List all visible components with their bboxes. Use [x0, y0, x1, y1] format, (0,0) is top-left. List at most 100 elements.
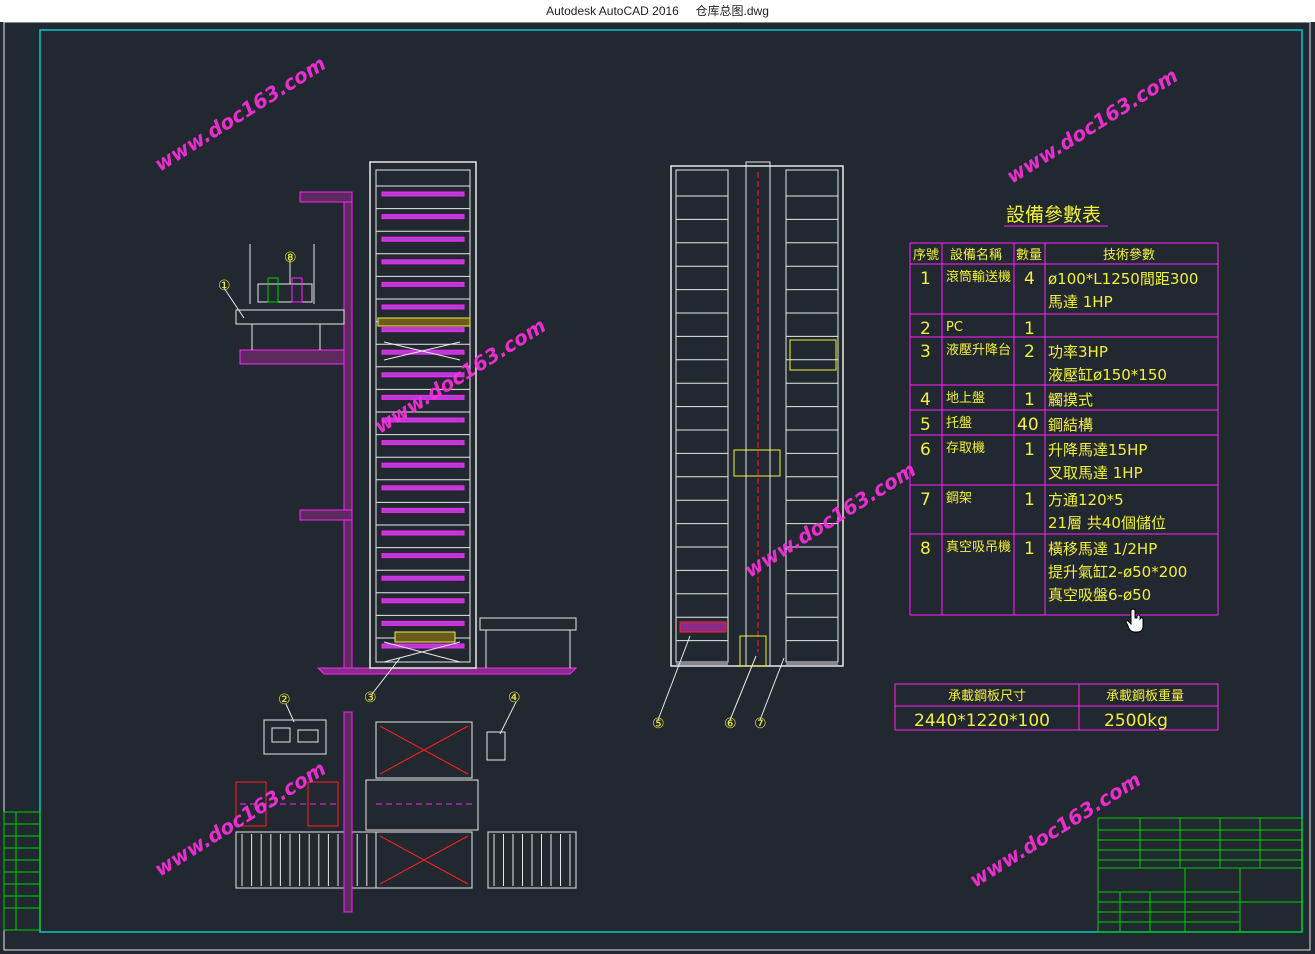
row-spec1: 觸摸式: [1048, 391, 1093, 409]
equipment-row[interactable]: 7 鋼架 1 方通120*5 21層 共40個儲位: [920, 490, 1166, 532]
balloon-5[interactable]: ⑤: [652, 716, 665, 732]
row-spec1: 方通120*5: [1048, 491, 1124, 509]
revision-strip: [3, 811, 41, 931]
row-name: 托盤: [946, 416, 972, 431]
equipment-row[interactable]: 5 托盤 40 鋼結構: [920, 415, 1093, 435]
pallet: [381, 553, 465, 559]
load-weight-header: 承載鋼板重量: [1106, 688, 1184, 704]
watermark-1: www.doc163.com: [150, 51, 330, 176]
equipment-table-title: 設備參數表: [1006, 204, 1101, 226]
load-size-value: 2440*1220*100: [914, 711, 1050, 731]
row-qty: 4: [1024, 269, 1035, 289]
row-spec2: 21層 共40個儲位: [1048, 514, 1166, 532]
row-qty: 1: [1024, 440, 1035, 460]
balloon-1[interactable]: ①: [218, 278, 231, 294]
pallet: [381, 236, 465, 242]
pallet: [381, 643, 465, 649]
row-spec1: ø100*L1250間距300: [1048, 270, 1198, 288]
balloon-markers[interactable]: ① ⑧ ② ③ ④ ⑤ ⑥ ⑦: [218, 250, 767, 732]
load-table[interactable]: 承載鋼板尺寸 承載鋼板重量 2440*1220*100 2500kg: [894, 683, 1219, 731]
row-qty: 2: [1024, 342, 1035, 362]
balloon-3[interactable]: ③: [364, 690, 377, 706]
row-spec2: 液壓缸ø150*150: [1048, 366, 1167, 384]
front-elevation[interactable]: [235, 161, 578, 675]
equipment-row[interactable]: 8 真空吸吊機 1 橫移馬達 1/2HP 提升氣缸2-ø50*200 真空吸盤6-ø50: [920, 539, 1187, 604]
equipment-row[interactable]: 4 地上盤 1 觸摸式: [920, 390, 1093, 410]
pallet: [381, 417, 465, 423]
row-name: 存取機: [946, 441, 985, 456]
pallet: [381, 620, 465, 626]
header-qty: 數量: [1016, 248, 1042, 263]
watermark-5: www.doc163.com: [150, 756, 330, 881]
balloon-8[interactable]: ⑧: [284, 250, 297, 266]
row-qty: 1: [1024, 490, 1035, 510]
row-spec3: 真空吸盤6-ø50: [1048, 586, 1151, 604]
title-block: [1097, 817, 1303, 933]
watermark-2: www.doc163.com: [1002, 63, 1182, 188]
row-spec1: 鋼結構: [1048, 416, 1093, 434]
side-elevation[interactable]: [670, 161, 844, 667]
row-no: 2: [920, 319, 931, 339]
pallet: [381, 440, 465, 446]
pallet: [381, 327, 465, 333]
header-no: 序號: [913, 248, 939, 263]
row-no: 5: [920, 415, 931, 435]
pallet: [381, 462, 465, 468]
pallet: [381, 259, 465, 265]
row-spec1: 功率3HP: [1048, 343, 1108, 361]
load-size-header: 承載鋼板尺寸: [948, 689, 1026, 704]
drawing-frame: [3, 22, 1311, 951]
row-name: 真空吸吊機: [946, 540, 1011, 555]
balloon-4[interactable]: ④: [508, 690, 521, 706]
app-title: Autodesk AutoCAD 2016: [546, 4, 679, 18]
pallet: [381, 598, 465, 604]
watermarks: www.doc163.com www.doc163.com www.doc163…: [150, 51, 1182, 892]
row-no: 4: [920, 390, 931, 410]
file-name: 仓库总图.dwg: [695, 4, 769, 18]
row-no: 8: [920, 539, 931, 559]
pallet: [381, 281, 465, 287]
pallet: [381, 507, 465, 513]
row-name: PC: [946, 320, 963, 335]
pallet: [381, 214, 465, 220]
pallet: [381, 372, 465, 378]
pallet: [381, 530, 465, 536]
row-qty: 1: [1024, 319, 1035, 339]
pallet: [381, 394, 465, 400]
pallet: [381, 304, 465, 310]
balloon-callouts: [223, 260, 785, 735]
header-name: 設備名稱: [950, 247, 1002, 263]
row-name: 液壓升降台: [946, 343, 1011, 358]
balloon-2[interactable]: ②: [278, 692, 291, 708]
hand-cursor-icon: [1125, 608, 1144, 633]
pallet: [381, 191, 465, 197]
row-name: 地上盤: [946, 391, 985, 406]
pallet: [381, 485, 465, 491]
row-name: 滾筒輸送機: [946, 269, 1011, 285]
row-qty: 40: [1017, 415, 1039, 435]
pallet: [381, 575, 465, 581]
row-spec1: 橫移馬達 1/2HP: [1048, 540, 1157, 558]
row-spec1: 升降馬達15HP: [1048, 441, 1147, 459]
row-no: 1: [920, 269, 931, 289]
window-title-bar: Autodesk AutoCAD 2016 仓库总图.dwg: [0, 0, 1315, 22]
balloon-6[interactable]: ⑥: [724, 716, 737, 732]
vacuum-lifter[interactable]: [249, 244, 315, 304]
row-no: 7: [920, 490, 931, 510]
row-qty: 1: [1024, 539, 1035, 559]
equipment-row[interactable]: 3 液壓升降台 2 功率3HP 液壓缸ø150*150: [920, 342, 1167, 384]
equipment-row[interactable]: 2 PC 1: [920, 319, 1035, 339]
row-qty: 1: [1024, 390, 1035, 410]
load-weight-value: 2500kg: [1104, 711, 1168, 731]
row-no: 6: [920, 440, 931, 460]
row-name: 鋼架: [946, 491, 972, 506]
row-no: 3: [920, 342, 931, 362]
drawing-canvas[interactable]: ① ⑧ ② ③ ④ ⑤ ⑥ ⑦ 設備參數表 序號 設備名稱 數量: [0, 22, 1315, 954]
pallet: [381, 349, 465, 355]
balloon-7[interactable]: ⑦: [754, 716, 767, 732]
plan-view[interactable]: [235, 711, 577, 913]
row-spec2: 提升氣缸2-ø50*200: [1048, 563, 1187, 581]
